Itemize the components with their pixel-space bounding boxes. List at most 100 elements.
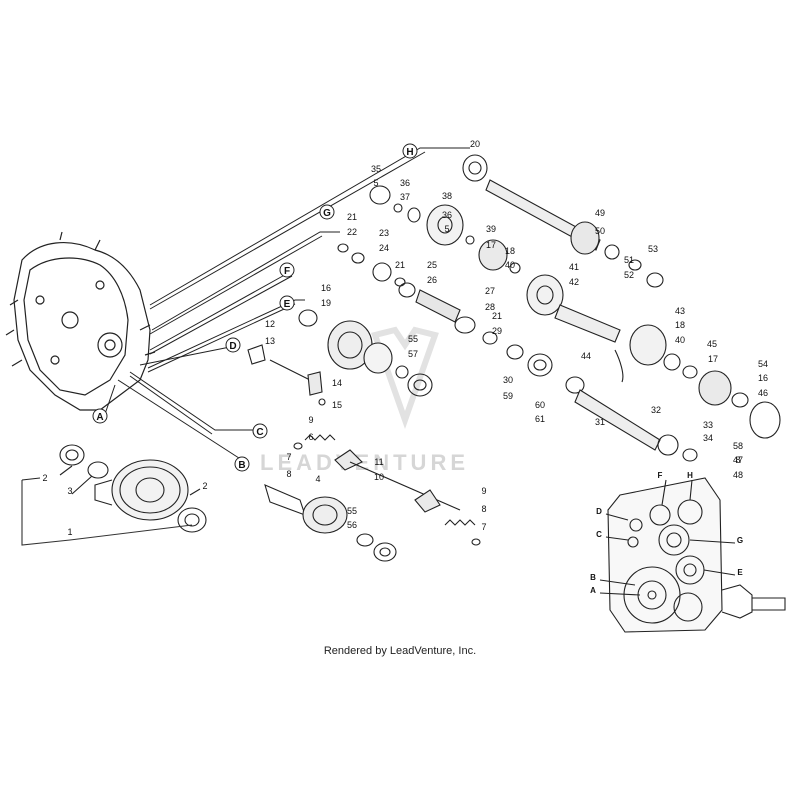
callout-54: 54	[758, 359, 768, 369]
callout-16: 16	[321, 283, 331, 293]
callout-19: 19	[321, 298, 331, 308]
callout-26: 26	[427, 275, 437, 285]
callout-61: 61	[535, 414, 545, 424]
group-label-e: E	[284, 299, 291, 310]
callout-40: 40	[505, 260, 515, 270]
callout-31: 31	[595, 417, 605, 427]
inset-label-a: A	[590, 586, 596, 595]
group-label-ring	[279, 295, 295, 311]
group-label-ring	[225, 337, 241, 353]
callout-42: 42	[569, 277, 579, 287]
callout-6: 6	[308, 432, 313, 442]
group-label-ring	[319, 204, 335, 220]
callout-48: 48	[733, 470, 743, 480]
callout-17: 17	[486, 240, 496, 250]
callout-7: 7	[481, 522, 486, 532]
group-label-g: G	[323, 208, 331, 219]
inset-label-c: C	[596, 530, 602, 539]
callout-8: 8	[735, 455, 740, 465]
callout-21: 21	[347, 212, 357, 222]
callout-36: 36	[442, 210, 452, 220]
group-label-ring	[279, 262, 295, 278]
assembly-h-shaft	[369, 154, 664, 288]
callout-5: 5	[373, 178, 378, 188]
callout-9: 9	[308, 415, 313, 425]
assembly-d-shift-drum	[247, 344, 326, 406]
inset-label-b: B	[590, 573, 596, 582]
callout-21: 21	[395, 260, 405, 270]
callout-28: 28	[485, 302, 495, 312]
callout-32: 32	[651, 405, 661, 415]
assembly-a-differential	[21, 444, 207, 546]
callout-22: 22	[347, 227, 357, 237]
inset-case-view	[599, 477, 786, 633]
callout-45: 45	[707, 339, 717, 349]
inset-label-g: G	[737, 536, 743, 545]
callout-56: 56	[347, 520, 357, 530]
callout-20: 20	[470, 139, 480, 149]
group-label-d: D	[229, 341, 236, 352]
callout-15: 15	[332, 400, 342, 410]
callout-17: 17	[708, 354, 718, 364]
group-leader-lines	[104, 147, 470, 461]
callout-38: 38	[442, 191, 452, 201]
callout-23: 23	[379, 228, 389, 238]
transmission-case	[5, 231, 156, 411]
callout-8: 8	[481, 504, 486, 514]
callout-52: 52	[624, 270, 634, 280]
callout-49: 49	[595, 208, 605, 218]
assembly-group-labels: H G F E D A C B	[92, 143, 418, 472]
assembly-c-shift-fork	[293, 434, 481, 546]
callout-13: 13	[265, 336, 275, 346]
callout-59: 59	[503, 391, 513, 401]
callout-12: 12	[265, 319, 275, 329]
callout-18: 18	[505, 246, 515, 256]
callout-29: 29	[492, 326, 502, 336]
assembly-e-gears	[298, 309, 433, 397]
callout-53: 53	[648, 244, 658, 254]
callout-8: 8	[286, 469, 291, 479]
group-label-b: B	[238, 460, 245, 471]
group-label-a: A	[96, 412, 103, 423]
inset-label-f: F	[658, 471, 663, 480]
callout-57: 57	[408, 349, 418, 359]
callout-41: 41	[569, 262, 579, 272]
callout-44: 44	[581, 351, 591, 361]
assembly-f-shaft	[398, 282, 698, 462]
group-label-ring	[402, 143, 418, 159]
callout-27: 27	[485, 286, 495, 296]
callout-60: 60	[535, 400, 545, 410]
callout-51: 51	[624, 255, 634, 265]
callout-10: 10	[374, 472, 384, 482]
callout-21: 21	[492, 311, 502, 321]
callout-16: 16	[758, 373, 768, 383]
callout-46: 46	[758, 388, 768, 398]
callout-7: 7	[286, 452, 291, 462]
callout-30: 30	[503, 375, 513, 385]
callout-18: 18	[675, 320, 685, 330]
callout-9: 9	[481, 486, 486, 496]
group-label-f: F	[284, 266, 290, 277]
callout-50: 50	[595, 226, 605, 236]
callout-47: 47	[733, 455, 743, 465]
callout-34: 34	[703, 433, 713, 443]
callout-36: 36	[400, 178, 410, 188]
watermark-text: LEADVENTURE	[260, 450, 469, 475]
callout-40: 40	[675, 335, 685, 345]
inset-label-e: E	[737, 568, 743, 577]
group-label-ring	[234, 456, 250, 472]
callout-14: 14	[332, 378, 342, 388]
callout-3: 3	[67, 486, 72, 496]
group-label-ring	[92, 408, 108, 424]
callout-5: 5	[444, 224, 449, 234]
callout-39: 39	[486, 224, 496, 234]
callout-58: 58	[733, 441, 743, 451]
group-label-c: C	[256, 427, 263, 438]
callout-1: 1	[67, 527, 72, 537]
group-label-h: H	[406, 147, 413, 158]
callout-33: 33	[703, 420, 713, 430]
callout-4: 4	[315, 474, 320, 484]
